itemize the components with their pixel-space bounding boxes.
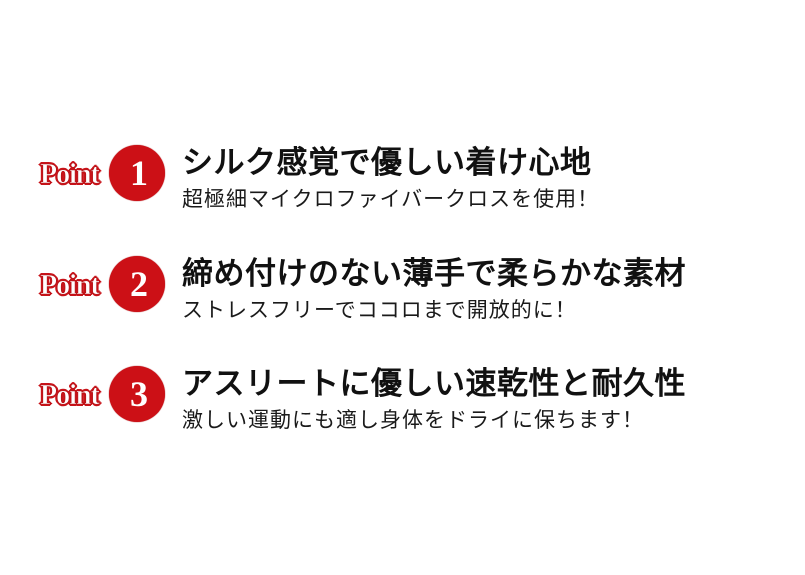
point-subtitle: 超極細マイクロファイバークロスを使用！ [182, 187, 600, 211]
point-label: Point [40, 159, 100, 191]
point-subtitle: 激しい運動にも適し身体をドライに保ちます！ [182, 408, 644, 432]
point-label: Point [40, 380, 100, 412]
point-badge: Point 1 [38, 143, 178, 203]
point-badge: Point 3 [38, 364, 178, 424]
feature-point-2: Point 2 締め付けのない薄手で柔らかな素材 ストレスフリーでココロまで開放… [0, 254, 805, 354]
red-circle-icon [109, 145, 165, 201]
point-title: 締め付けのない薄手で柔らかな素材 [182, 256, 686, 292]
point-number: 2 [130, 264, 148, 304]
point-title: シルク感覚で優しい着け心地 [182, 145, 592, 181]
point-title: アスリートに優しい速乾性と耐久性 [182, 366, 686, 402]
point-number: 1 [130, 153, 148, 193]
feature-point-3: Point 3 アスリートに優しい速乾性と耐久性 激しい運動にも適し身体をドライ… [0, 364, 805, 464]
red-circle-icon [109, 366, 165, 422]
point-number: 3 [130, 374, 148, 414]
point-label: Point [40, 270, 100, 302]
point-subtitle: ストレスフリーでココロまで開放的に！ [182, 298, 577, 322]
feature-point-1: Point 1 シルク感覚で優しい着け心地 超極細マイクロファイバークロスを使用… [0, 143, 805, 243]
point-badge: Point 2 [38, 254, 178, 314]
red-circle-icon [109, 256, 165, 312]
